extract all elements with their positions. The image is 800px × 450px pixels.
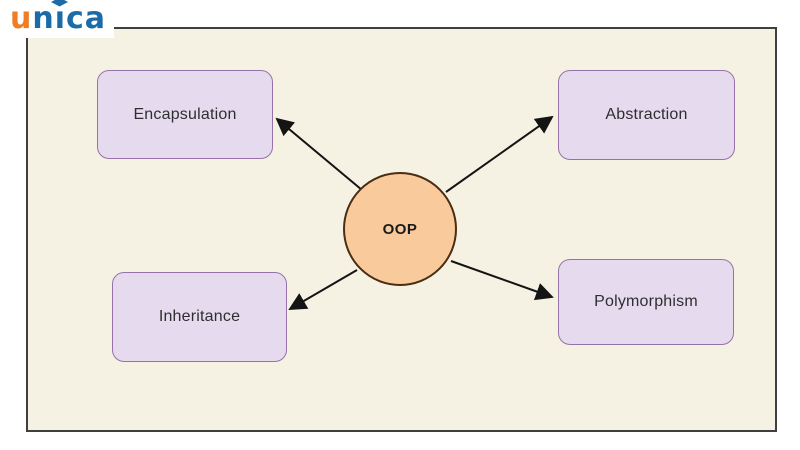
- logo-letter-n: n: [32, 1, 55, 36]
- node-polymorphism: Polymorphism: [558, 259, 734, 345]
- node-oop-center: OOP: [343, 172, 457, 286]
- logo-letter-u: u: [10, 1, 33, 36]
- node-inheritance-label: Inheritance: [158, 308, 241, 325]
- node-polymorphism-label: Polymorphism: [594, 293, 698, 310]
- logo-letters-ca: ca: [66, 1, 107, 36]
- node-oop-label: OOP: [382, 220, 418, 238]
- unica-logo: unı ca: [0, 0, 115, 38]
- node-encapsulation: Encapsulation: [97, 70, 273, 159]
- node-abstraction-label: Abstraction: [605, 106, 688, 123]
- node-encapsulation-label: Encapsulation: [133, 105, 237, 123]
- node-abstraction: Abstraction: [558, 70, 735, 160]
- logo-letter-i: ı: [50, 0, 68, 36]
- node-inheritance: Inheritance: [112, 272, 287, 362]
- graduation-cap-icon: [50, 0, 68, 7]
